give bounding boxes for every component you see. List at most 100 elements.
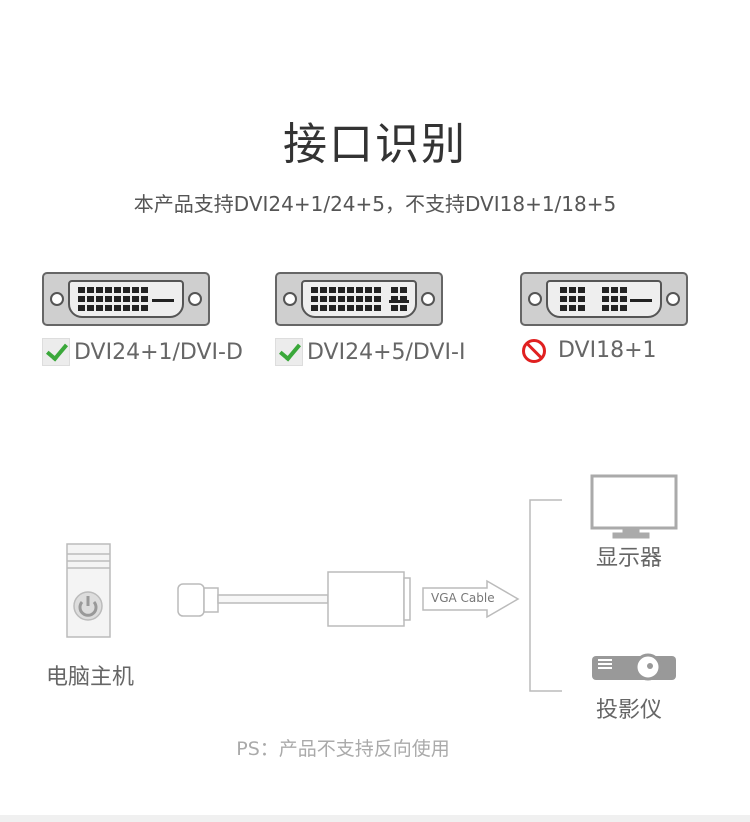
pin (132, 305, 139, 311)
pin (338, 287, 345, 293)
pin (356, 296, 363, 302)
pin (602, 296, 609, 302)
pin (96, 305, 103, 311)
note: PS：产品不支持反向使用 (236, 738, 450, 760)
pin (374, 305, 381, 311)
connector-name: DVI18+1 (558, 338, 657, 363)
flat-blade (152, 299, 174, 302)
pin (391, 296, 398, 302)
pin (569, 287, 576, 293)
connection-diagram (66, 474, 678, 692)
pin (602, 287, 609, 293)
projector-label: 投影仪 (596, 698, 663, 723)
flat-blade (389, 300, 409, 303)
connector-label-1: DVI24+1/DVI-D (42, 338, 243, 366)
pin (311, 305, 318, 311)
pin (611, 305, 618, 311)
pin (611, 287, 618, 293)
pin (123, 305, 130, 311)
pin (374, 287, 381, 293)
pin (400, 305, 407, 311)
cable-label: VGA Cable (431, 591, 495, 605)
pin (320, 296, 327, 302)
pin (96, 296, 103, 302)
connector-label-3: DVI18+1 (522, 338, 657, 363)
pin (602, 305, 609, 311)
pin (141, 296, 148, 302)
pin (400, 287, 407, 293)
pin (578, 296, 585, 302)
pin (560, 287, 567, 293)
dvi-plug-icon (177, 571, 411, 627)
pin (560, 305, 567, 311)
projector-icon (592, 653, 676, 681)
pin (78, 287, 85, 293)
pin (347, 305, 354, 311)
pin (356, 305, 363, 311)
pin (123, 287, 130, 293)
pin (114, 287, 121, 293)
check-icon (275, 338, 303, 366)
pin (365, 287, 372, 293)
pin (320, 287, 327, 293)
pin (123, 296, 130, 302)
pin (78, 296, 85, 302)
dvi-24-1-connector-icon (42, 272, 210, 326)
pin (311, 296, 318, 302)
pin (78, 305, 85, 311)
pin (569, 305, 576, 311)
pin (620, 305, 627, 311)
page-title: 接口识别 (283, 119, 467, 170)
monitor-icon (590, 474, 678, 539)
pin (338, 296, 345, 302)
computer-tower-icon (66, 543, 111, 638)
pin (578, 287, 585, 293)
pin (569, 296, 576, 302)
source-label: 电脑主机 (46, 665, 135, 690)
dvi-24-5-connector-icon (275, 272, 443, 326)
pin (105, 287, 112, 293)
pin (391, 305, 398, 311)
pin (620, 287, 627, 293)
pin (560, 296, 567, 302)
pin (611, 296, 618, 302)
pin (105, 305, 112, 311)
pin (114, 296, 121, 302)
connector-name: DVI24+1/DVI-D (74, 339, 243, 365)
flat-blade (630, 299, 652, 302)
pin (141, 305, 148, 311)
pin (329, 305, 336, 311)
pin (311, 287, 318, 293)
pin (132, 287, 139, 293)
pin (329, 287, 336, 293)
pin (374, 296, 381, 302)
pin (578, 305, 585, 311)
pin (87, 296, 94, 302)
arrow-icon (422, 579, 520, 619)
pin (365, 296, 372, 302)
connector-name: DVI24+5/DVI-I (307, 339, 466, 365)
pin (347, 287, 354, 293)
pin (356, 287, 363, 293)
pin (338, 305, 345, 311)
pin (141, 287, 148, 293)
connector-label-2: DVI24+5/DVI-I (275, 338, 465, 366)
pin (87, 287, 94, 293)
pin (329, 296, 336, 302)
pin (87, 305, 94, 311)
pin (320, 305, 327, 311)
bracket-divider (529, 499, 562, 692)
monitor-label: 显示器 (596, 546, 663, 571)
pin (114, 305, 121, 311)
pin (400, 296, 407, 302)
pin (365, 305, 372, 311)
pin (620, 296, 627, 302)
pin (347, 296, 354, 302)
bottom-divider (0, 815, 750, 822)
pin (391, 287, 398, 293)
subtitle: 本产品支持DVI24+1/24+5，不支持DVI18+1/18+5 (133, 192, 617, 216)
check-icon (42, 338, 70, 366)
prohibited-icon (522, 338, 546, 363)
pin (96, 287, 103, 293)
